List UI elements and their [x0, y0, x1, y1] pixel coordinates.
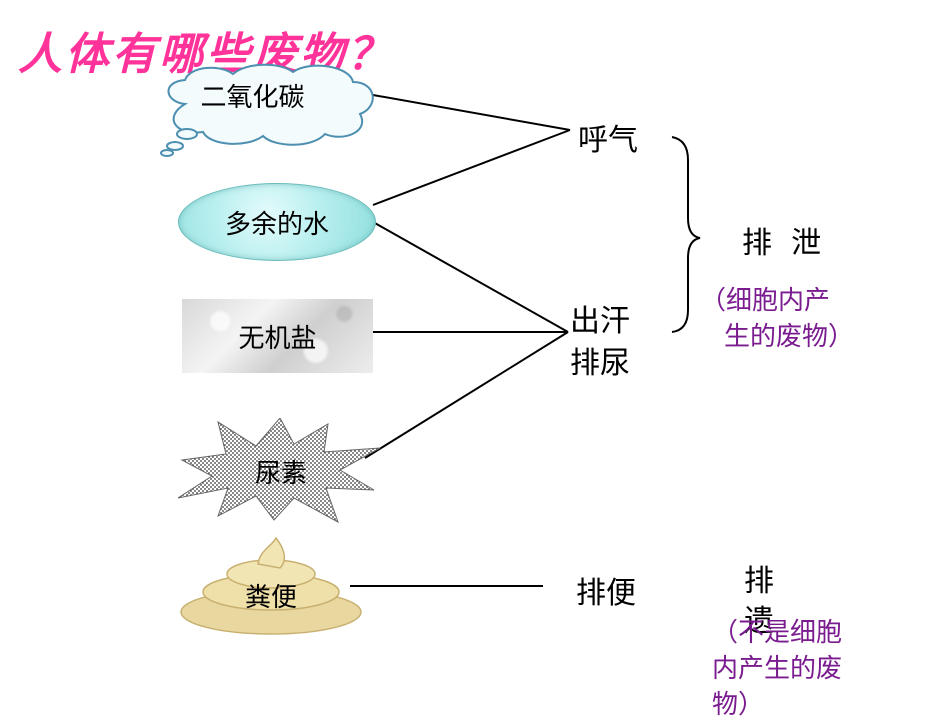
- line-water-sweat: [372, 221, 569, 333]
- term-urinate: 排尿: [570, 346, 630, 381]
- term-breathing: 呼气: [578, 123, 638, 158]
- term-sweat: 出汗: [570, 304, 630, 339]
- starburst-shape-icon: [178, 418, 381, 524]
- line-co2-breath: [372, 94, 571, 131]
- category-egestion-line2: 遗: [744, 604, 774, 639]
- category-egestion-line1: 排: [744, 564, 774, 599]
- right-brace: [671, 136, 701, 333]
- urea-starburst: 尿素: [178, 418, 384, 524]
- salt-label: 无机盐: [238, 323, 317, 354]
- co2-label: 二氧化碳: [200, 83, 305, 113]
- cloud-shape-icon: [160, 63, 374, 157]
- stool-label: 粪便: [244, 582, 297, 613]
- egestion-note-line3: 物）: [712, 690, 765, 720]
- stool-shape: 粪便: [180, 536, 362, 636]
- egestion-note-line1: （不是细胞: [712, 618, 843, 648]
- salt-block: 无机盐: [182, 299, 373, 373]
- line-water-breath: [372, 129, 571, 206]
- term-defecate: 排便: [576, 576, 636, 611]
- water-ellipse: 多余的水: [178, 183, 376, 261]
- urea-label: 尿素: [254, 458, 307, 489]
- category-excretion: 排 泄: [742, 226, 822, 261]
- excretion-note-line1: （细胞内产: [700, 286, 831, 316]
- egestion-note-line2: 内产生的废: [712, 654, 843, 684]
- co2-cloud: 二氧化碳: [155, 62, 380, 157]
- stool-shape-icon: [180, 536, 362, 635]
- line-urea-sweat: [364, 331, 569, 459]
- excretion-note-line2: 生的废物）: [724, 322, 855, 352]
- water-label: 多余的水: [224, 209, 329, 240]
